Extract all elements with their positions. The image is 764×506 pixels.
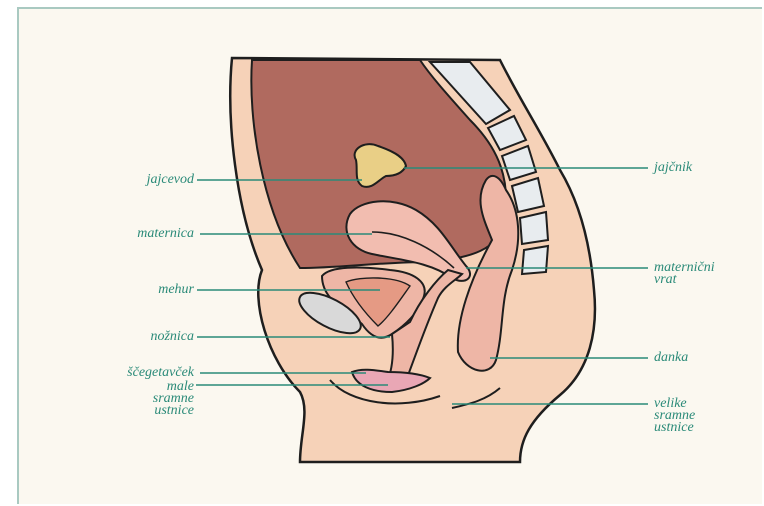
label-noznica: nožnica (100, 331, 194, 343)
label-jajcnik: jajčnik (654, 162, 754, 174)
label-maternica: maternica (100, 228, 194, 240)
label-mehur: mehur (108, 284, 194, 296)
label-male-sramne-ustnice: male sramne ustnice (108, 381, 194, 417)
label-scegetavcek: ščegetavček (96, 367, 194, 379)
label-jajcevod: jajcevod (108, 174, 194, 186)
label-maternicni-vrat: maternični vrat (654, 262, 754, 286)
label-velike-sramne-ustnice: velike sramne ustnice (654, 398, 754, 434)
label-danka: danka (654, 352, 754, 364)
